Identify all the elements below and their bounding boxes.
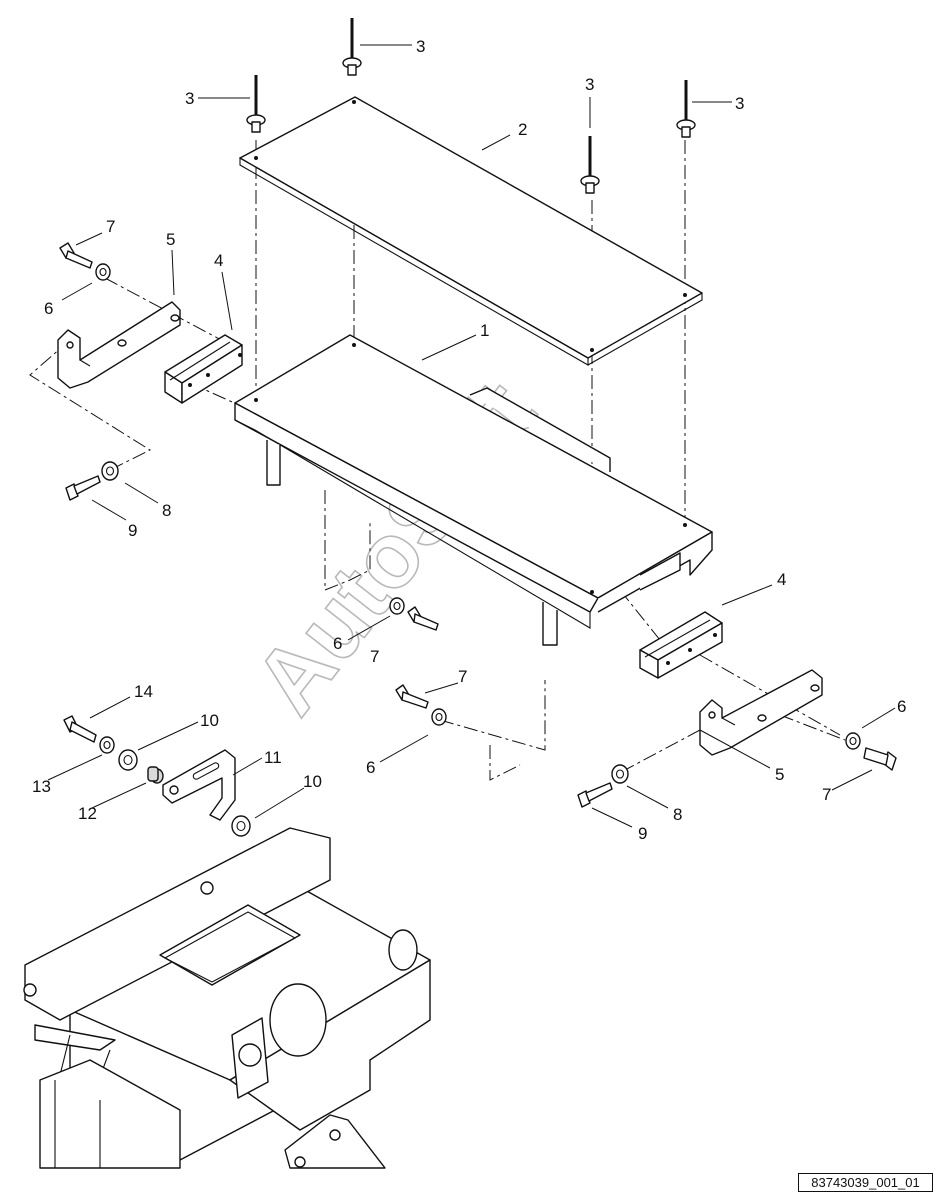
washer-part-13 <box>99 736 115 754</box>
rivet-part-3 <box>580 136 600 194</box>
washer-part-6 <box>389 597 405 615</box>
callout-7: 7 <box>106 217 115 236</box>
callout-7: 7 <box>370 647 379 666</box>
cover-plate-part-2 <box>239 96 703 366</box>
callout-7: 7 <box>822 785 831 804</box>
bolt-part-7 <box>59 242 93 269</box>
document-id-label: 83743039_001_01 <box>798 1173 933 1192</box>
callout-3: 3 <box>416 37 425 56</box>
spacer-part-12 <box>147 766 164 784</box>
slotted-plate-part-11 <box>162 749 236 821</box>
callout-1: 1 <box>480 321 489 340</box>
callout-6: 6 <box>897 697 906 716</box>
washer-part-6 <box>845 732 861 750</box>
bolt-part-7 <box>395 684 429 709</box>
bolt-part-7 <box>407 606 439 631</box>
rivet-part-3 <box>676 80 696 138</box>
callout-6: 6 <box>366 758 375 777</box>
washer-part-8 <box>611 764 629 784</box>
rubber-block-part-4 <box>639 611 723 679</box>
washer-part-6 <box>431 708 447 726</box>
callout-2: 2 <box>518 120 527 139</box>
callout-3: 3 <box>185 89 194 108</box>
callout-7: 7 <box>458 667 467 686</box>
callout-5: 5 <box>166 230 175 249</box>
washer-part-8 <box>101 461 119 481</box>
callout-3: 3 <box>585 75 594 94</box>
tray-channel-part-1 <box>234 334 713 646</box>
callout-6: 6 <box>44 299 53 318</box>
rivet-part-3 <box>246 75 266 133</box>
rubber-block-part-4 <box>164 334 243 404</box>
callout-numbers: 3 3 3 3 2 1 4 4 5 5 7 7 7 7 6 6 6 6 8 8 … <box>32 37 906 843</box>
washer-part-10 <box>118 749 138 771</box>
bolt-part-7 <box>863 747 897 771</box>
callout-9: 9 <box>638 824 647 843</box>
callout-8: 8 <box>673 805 682 824</box>
callout-4: 4 <box>777 570 786 589</box>
bolt-part-14 <box>63 715 97 743</box>
callout-14: 14 <box>134 682 153 701</box>
bolt-part-9 <box>65 475 101 501</box>
callout-10: 10 <box>303 772 322 791</box>
bracket-part-5 <box>699 669 823 756</box>
callout-6: 6 <box>333 634 342 653</box>
callout-9: 9 <box>128 521 137 540</box>
callout-13: 13 <box>32 777 51 796</box>
callout-10: 10 <box>200 711 219 730</box>
washer-part-6 <box>95 263 111 281</box>
callout-3: 3 <box>735 94 744 113</box>
rivet-part-3 <box>342 18 362 76</box>
callout-5: 5 <box>775 765 784 784</box>
callout-12: 12 <box>78 804 97 823</box>
bracket-part-5 <box>57 301 181 389</box>
callout-8: 8 <box>162 501 171 520</box>
callout-4: 4 <box>214 251 223 270</box>
washer-part-10 <box>231 815 251 837</box>
chassis-frame <box>23 827 431 1169</box>
callout-11: 11 <box>264 748 282 767</box>
callout-leaders <box>47 44 896 828</box>
bolt-part-9 <box>577 782 613 808</box>
